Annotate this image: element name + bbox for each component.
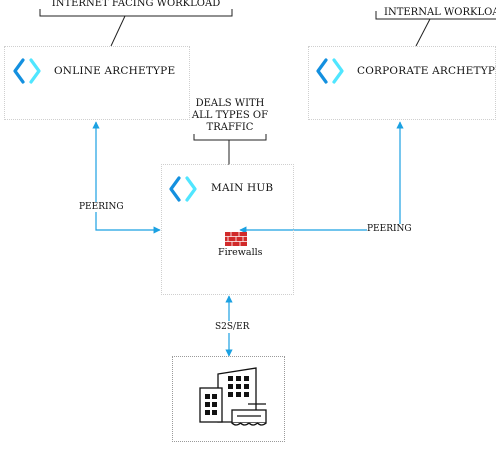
internet-facing-callout: INTERNET FACING WORKLOAD: [51, 0, 221, 9]
internal-callout-leader: [415, 18, 431, 47]
internet-callout-leader: [110, 15, 126, 47]
online-archetype-title: ONLINE ARCHETYPE: [54, 65, 176, 77]
vnet-icon: [13, 58, 41, 84]
deals-callout-line-3: TRAFFIC: [206, 122, 254, 133]
vnet-icon: [316, 58, 344, 84]
deals-callout-line-1: DEALS WITH: [195, 98, 265, 109]
internal-workload-callout: INTERNAL WORKLOAD: [384, 7, 496, 18]
deals-with-callout: DEALS WITH ALL TYPES OF TRAFFIC: [184, 98, 276, 134]
corporate-archetype-title: CORPORATE ARCHETYPE: [357, 65, 496, 77]
vnet-icon: [169, 176, 197, 202]
deals-callout-line-2: ALL TYPES OF: [191, 110, 269, 121]
main-hub-title: MAIN HUB: [211, 182, 274, 194]
firewall-icon[interactable]: [225, 232, 247, 246]
onprem-box[interactable]: [172, 356, 285, 442]
s2s-er-label: S2S/ER: [215, 321, 250, 333]
building-icon: [199, 367, 267, 426]
corporate-peering-label: PEERING: [367, 224, 412, 234]
firewall-label: Firewalls: [218, 247, 263, 258]
deals-callout-bracket: [193, 134, 267, 141]
main-hub-box[interactable]: [161, 164, 294, 295]
online-peering-label: PEERING: [79, 202, 124, 212]
internal-callout-bracket: [375, 11, 496, 20]
online-hub-connector: [92, 121, 161, 234]
internet-callout-bracket: [39, 9, 233, 17]
online-archetype-box[interactable]: [4, 46, 190, 120]
